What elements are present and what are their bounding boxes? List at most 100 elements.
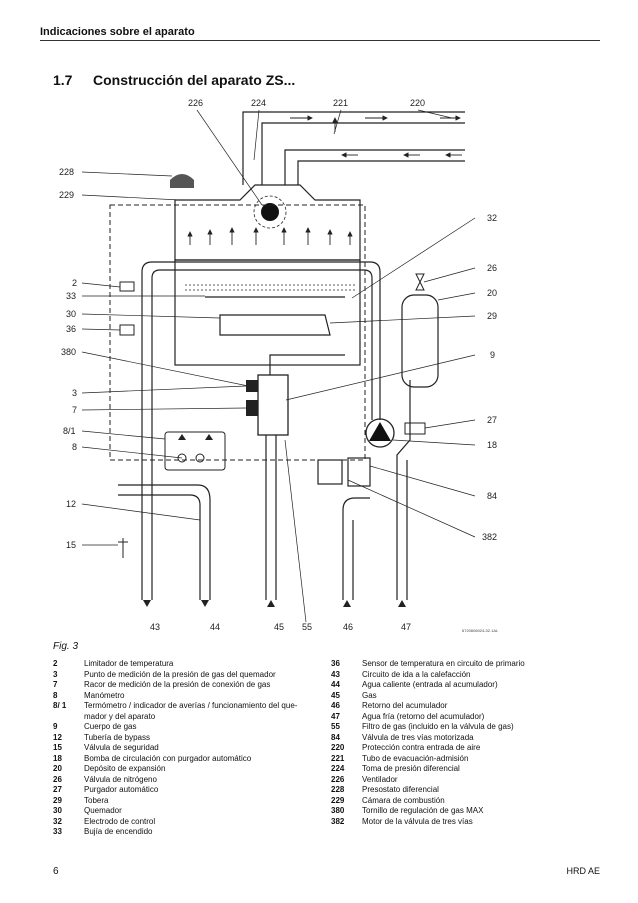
- legend-text: Purgador automático: [84, 785, 159, 794]
- measurement-point: [246, 380, 258, 392]
- label-43: 43: [150, 622, 160, 632]
- label-221: 221: [333, 98, 348, 108]
- label-224: 224: [251, 98, 266, 108]
- legend-item: 226 Ventilador: [331, 775, 601, 786]
- legend-key: 229: [331, 795, 345, 805]
- legend-key: 8: [53, 690, 58, 700]
- legend-item: 44 Agua caliente (entrada al acumulador): [331, 680, 601, 691]
- label-47: 47: [401, 622, 411, 632]
- legend-text: Bomba de circulación con purgador automá…: [84, 753, 252, 763]
- label-32: 32: [487, 213, 497, 223]
- legend-key: 32: [53, 816, 62, 826]
- label-46: 46: [343, 622, 353, 632]
- safety-valve: [118, 538, 128, 558]
- label-45: 45: [274, 622, 284, 632]
- legend-key: 44: [331, 680, 340, 689]
- legend-key: 27: [53, 785, 62, 794]
- legend-item: 27 Purgador automático: [53, 785, 313, 796]
- label-8-1: 8/1: [63, 426, 76, 436]
- legend-text: Ventilador: [362, 774, 398, 784]
- label-9: 9: [490, 350, 495, 360]
- label-26: 26: [487, 263, 497, 273]
- legend-item: 47 Agua fría (retorno del acumulador): [331, 712, 601, 723]
- legend-key: 18: [53, 753, 62, 763]
- label-2: 2: [72, 278, 77, 288]
- section-title: Construcción del aparato ZS...: [93, 72, 296, 88]
- legend-key: 15: [53, 743, 62, 752]
- legend-text: Válvula de seguridad: [84, 743, 159, 752]
- gas-connection-fitting: [246, 400, 258, 416]
- legend-text: Tobera: [84, 795, 109, 805]
- figure-caption: Fig. 3: [53, 641, 79, 652]
- legend-key: 30: [53, 806, 62, 815]
- legend-text: Termómetro / indicador de averías / func…: [84, 701, 298, 721]
- combustion-chamber: [174, 259, 361, 366]
- legend-text: Tubería de bypass: [84, 732, 150, 742]
- legend-text: Agua caliente (entrada al acumulador): [362, 680, 498, 689]
- legend-key: 2: [53, 659, 58, 668]
- legend-key: 20: [53, 764, 62, 773]
- hood-arrows: [187, 227, 353, 245]
- bottom-connections: [143, 600, 406, 607]
- legend-item: 12 Tubería de bypass: [53, 733, 313, 744]
- label-12: 12: [66, 499, 76, 509]
- legend-key: 47: [331, 711, 340, 721]
- label-27: 27: [487, 415, 497, 425]
- legend-text: Tubo de evacuación-admisión: [362, 753, 469, 763]
- legend-text: Cuerpo de gas: [84, 722, 137, 731]
- legend-text: Tornillo de regulación de gas MAX: [362, 806, 484, 815]
- legend-text: Válvula de tres vías motorizada: [362, 732, 474, 742]
- label-30: 30: [66, 309, 76, 319]
- label-228: 228: [59, 167, 74, 177]
- label-55: 55: [302, 622, 312, 632]
- temperature-limiter: [119, 281, 135, 292]
- legend-key: 29: [53, 795, 62, 805]
- temperature-sensor: [119, 324, 135, 336]
- legend-item: 380 Tornillo de regulación de gas MAX: [331, 806, 601, 817]
- legend-item: 20 Depósito de expansión: [53, 764, 313, 775]
- legend-key: 382: [331, 816, 345, 826]
- legend-item: 15 Válvula de seguridad: [53, 743, 313, 754]
- label-44: 44: [210, 622, 220, 632]
- legend-text: Presostato diferencial: [362, 785, 439, 794]
- legend-text: Toma de presión diferencial: [362, 764, 460, 773]
- drawing-code: 6720606024-02.1AL: [462, 628, 499, 633]
- legend-text: Circuito de ida a la calefacción: [362, 669, 471, 679]
- legend-key: 226: [331, 774, 345, 784]
- legend-text: Depósito de expansión: [84, 764, 166, 773]
- primary-pipes: [141, 261, 381, 600]
- legend-item: 18 Bomba de circulación con purgador auto…: [53, 754, 313, 765]
- legend-text: Agua fría (retorno del acumulador): [362, 711, 485, 721]
- fan: [253, 195, 287, 229]
- control-panel: [164, 431, 226, 471]
- legend-key: 224: [331, 764, 345, 773]
- leader-lines: [81, 109, 476, 623]
- legend-key: 380: [331, 806, 345, 815]
- header-rule: [40, 40, 600, 41]
- legend-key: 220: [331, 743, 345, 752]
- legend-key: 26: [53, 774, 62, 784]
- legend-key: 12: [53, 732, 62, 742]
- label-220: 220: [410, 98, 425, 108]
- legend-text: Racor de medición de la presión de conex…: [84, 680, 271, 689]
- legend-text: Bujía de encendido: [84, 827, 153, 836]
- legend-text: Punto de medición de la presión de gas d…: [84, 669, 276, 679]
- label-29: 29: [487, 311, 497, 321]
- flue-ducts: [242, 111, 465, 185]
- label-20: 20: [487, 288, 497, 298]
- three-way-valve: [317, 457, 371, 487]
